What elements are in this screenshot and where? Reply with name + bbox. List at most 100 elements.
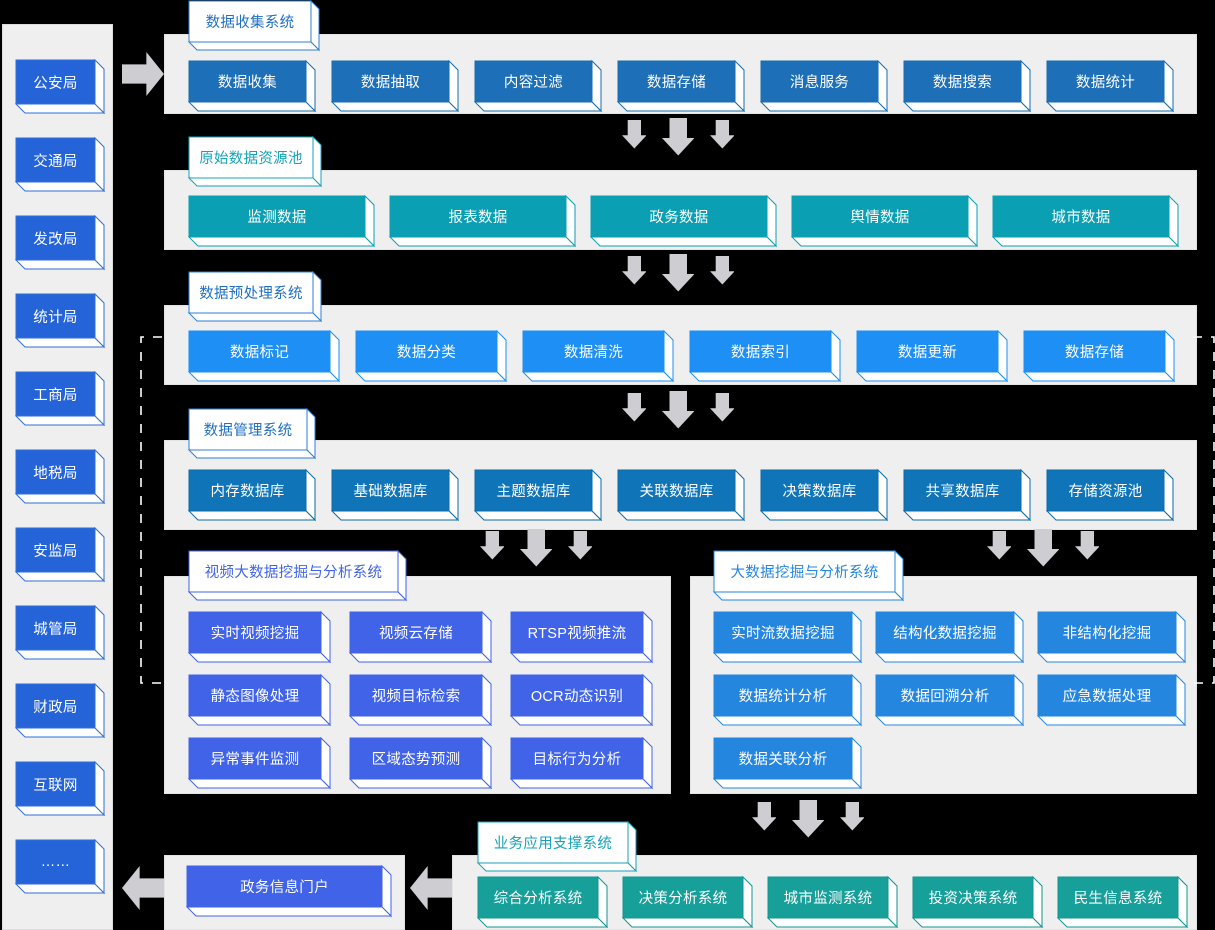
box-shape (911, 875, 1044, 929)
box-shape (14, 214, 106, 271)
chip-bigdata-6-label: 应急数据处理 (1062, 689, 1152, 705)
chip-collection-5[interactable]: 消息服务 (759, 59, 889, 113)
chip-collection-7[interactable]: 数据统计 (1045, 59, 1175, 113)
chip-business-2[interactable]: 决策分析系统 (621, 875, 754, 929)
chip-bigdata-4[interactable]: 数据统计分析 (712, 673, 863, 727)
chip-management-7[interactable]: 存储资源池 (1045, 468, 1175, 522)
chip-video-9-label: 目标行为分析 (532, 752, 622, 768)
chip-management-6-label: 共享数据库 (925, 484, 1000, 500)
chip-management-6[interactable]: 共享数据库 (902, 468, 1032, 522)
dept-8[interactable]: 城管局 (14, 604, 106, 661)
chip-management-4[interactable]: 关联数据库 (616, 468, 746, 522)
chip-video-6[interactable]: OCR动态识别 (509, 673, 654, 727)
chip-rawpool-1[interactable]: 监测数据 (187, 194, 376, 248)
box-shape (621, 875, 754, 929)
chip-bigdata-2[interactable]: 结构化数据挖掘 (874, 610, 1025, 664)
box-shape (476, 875, 609, 929)
chip-collection-3[interactable]: 内容过滤 (473, 59, 603, 113)
box-shape (874, 610, 1025, 664)
chip-collection-2[interactable]: 数据抽取 (330, 59, 460, 113)
chip-preprocess-5[interactable]: 数据更新 (855, 329, 1009, 383)
box-shape (14, 136, 106, 193)
chip-rawpool-2[interactable]: 报表数据 (388, 194, 577, 248)
box-shape (14, 292, 106, 349)
title-data-preprocess[interactable]: 数据预处理系统 (187, 270, 323, 323)
chip-bigdata-5[interactable]: 数据回溯分析 (874, 673, 1025, 727)
chip-video-7-label: 异常事件监测 (210, 752, 300, 768)
chip-collection-1[interactable]: 数据收集 (187, 59, 317, 113)
dept-7[interactable]: 安监局 (14, 526, 106, 583)
title-data-collection[interactable]: 数据收集系统 (187, 0, 321, 52)
box-shape (14, 370, 106, 427)
chip-business-4[interactable]: 投资决策系统 (911, 875, 1044, 929)
chip-bigdata-3[interactable]: 非结构化挖掘 (1036, 610, 1187, 664)
dept-1[interactable]: 公安局 (14, 58, 106, 115)
box-shape (476, 820, 638, 873)
box-shape (348, 673, 493, 727)
chip-management-7-label: 存储资源池 (1068, 484, 1143, 500)
chip-preprocess-2[interactable]: 数据分类 (354, 329, 508, 383)
title-raw-data-pool[interactable]: 原始数据资源池 (187, 135, 323, 188)
chip-bigdata-6[interactable]: 应急数据处理 (1036, 673, 1187, 727)
chip-video-2[interactable]: 视频云存储 (348, 610, 493, 664)
title-data-management[interactable]: 数据管理系统 (187, 407, 317, 460)
box-shape (509, 673, 654, 727)
box-shape (712, 736, 863, 790)
chip-rawpool-3[interactable]: 政务数据 (589, 194, 778, 248)
chip-preprocess-6[interactable]: 数据存储 (1022, 329, 1176, 383)
chip-collection-6[interactable]: 数据搜索 (902, 59, 1032, 113)
chip-collection-5-label: 消息服务 (789, 75, 850, 91)
dept-9[interactable]: 财政局 (14, 682, 106, 739)
chip-video-8[interactable]: 区域态势预测 (348, 736, 493, 790)
chip-management-2[interactable]: 基础数据库 (330, 468, 460, 522)
title-video-mining[interactable]: 视频大数据挖掘与分析系统 (187, 549, 408, 602)
box-shape (348, 736, 493, 790)
dept-6[interactable]: 地税局 (14, 448, 106, 505)
chip-business-1[interactable]: 综合分析系统 (476, 875, 609, 929)
chip-bigdata-1-label: 实时流数据挖掘 (731, 626, 835, 642)
chip-preprocess-3-label: 数据清洗 (563, 345, 624, 361)
dept-10[interactable]: 互联网 (14, 760, 106, 817)
dept-11-label: …… (40, 854, 71, 870)
chip-management-3[interactable]: 主题数据库 (473, 468, 603, 522)
chip-bigdata-7[interactable]: 数据关联分析 (712, 736, 863, 790)
chip-rawpool-3-label: 政务数据 (649, 210, 709, 226)
title-bigdata-mining[interactable]: 大数据挖掘与分析系统 (712, 549, 905, 602)
arrow-down-icon (751, 802, 777, 831)
chip-video-5[interactable]: 视频目标检索 (348, 673, 493, 727)
title-data-collection-label: 数据收集系统 (205, 15, 295, 31)
dept-11[interactable]: …… (14, 838, 106, 895)
dept-3[interactable]: 发改局 (14, 214, 106, 271)
chip-business-5[interactable]: 民生信息系统 (1056, 875, 1189, 929)
dept-3-label: 发改局 (33, 231, 78, 248)
chip-preprocess-1-label: 数据标记 (229, 345, 290, 361)
chip-video-7[interactable]: 异常事件监测 (187, 736, 332, 790)
chip-collection-4-label: 数据存储 (646, 75, 707, 91)
dept-2[interactable]: 交通局 (14, 136, 106, 193)
chip-preprocess-3[interactable]: 数据清洗 (521, 329, 675, 383)
chip-management-5[interactable]: 决策数据库 (759, 468, 889, 522)
chip-video-3[interactable]: RTSP视频推流 (509, 610, 654, 664)
chip-video-9[interactable]: 目标行为分析 (509, 736, 654, 790)
chip-management-1[interactable]: 内存数据库 (187, 468, 317, 522)
dashed-bracket-right (1193, 336, 1215, 684)
chip-video-4[interactable]: 静态图像处理 (187, 673, 332, 727)
arrow-down-icon (709, 256, 735, 285)
box-shape (14, 604, 106, 661)
box-shape (855, 329, 1009, 383)
dept-5[interactable]: 工商局 (14, 370, 106, 427)
chip-preprocess-1[interactable]: 数据标记 (187, 329, 341, 383)
chip-portal-1[interactable]: 政务信息门户 (185, 864, 393, 918)
title-business-support[interactable]: 业务应用支撑系统 (476, 820, 638, 873)
box-shape (1045, 59, 1175, 113)
dept-4[interactable]: 统计局 (14, 292, 106, 349)
chip-rawpool-1-label: 监测数据 (247, 210, 307, 226)
chip-bigdata-1[interactable]: 实时流数据挖掘 (712, 610, 863, 664)
chip-preprocess-4[interactable]: 数据索引 (688, 329, 842, 383)
chip-rawpool-4[interactable]: 舆情数据 (790, 194, 979, 248)
chip-video-1[interactable]: 实时视频挖掘 (187, 610, 332, 664)
chip-rawpool-5[interactable]: 城市数据 (991, 194, 1180, 248)
arrow-left-icon-portal (122, 866, 164, 910)
chip-business-3[interactable]: 城市监测系统 (766, 875, 899, 929)
chip-collection-4[interactable]: 数据存储 (616, 59, 746, 113)
